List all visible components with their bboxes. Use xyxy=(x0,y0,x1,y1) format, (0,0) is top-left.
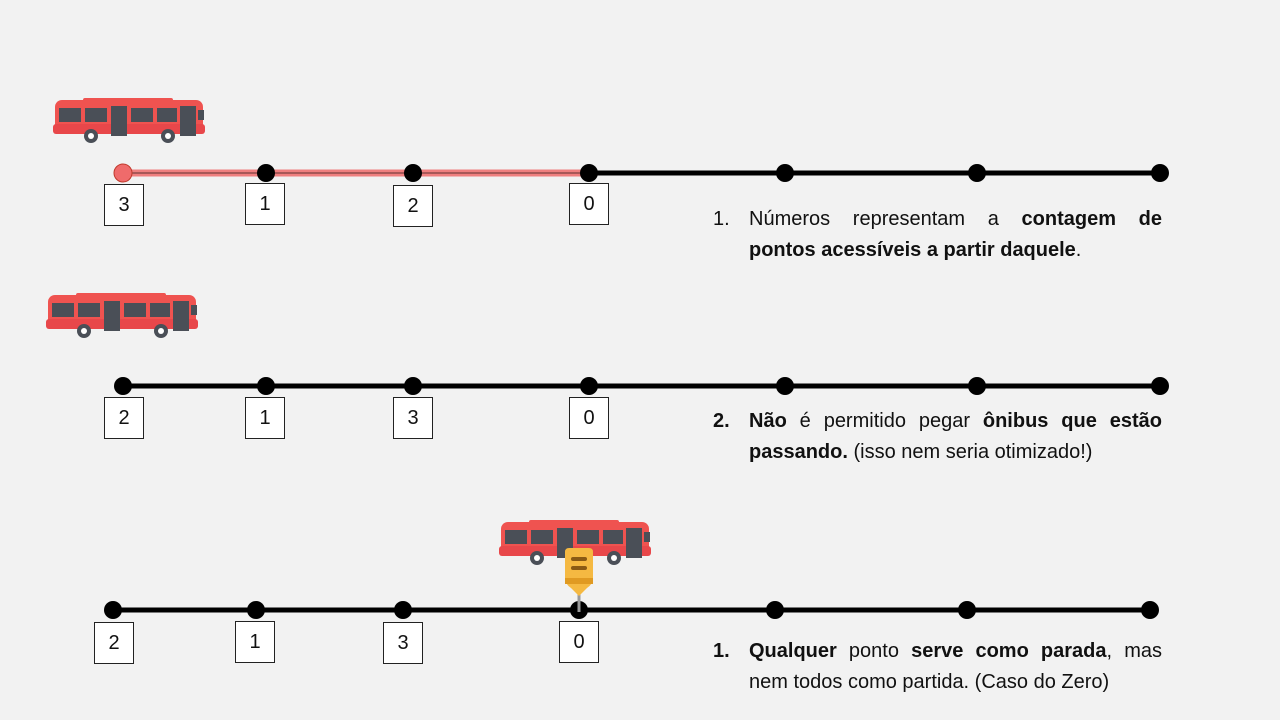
note-number: 2. xyxy=(713,410,730,432)
note-text: (isso nem seria otimizado!) xyxy=(847,441,1093,463)
stop-3-3 xyxy=(394,601,412,619)
bus-icon xyxy=(53,98,205,143)
note-bold-text: Não xyxy=(749,410,787,432)
note-bold-text: Qualquer xyxy=(749,640,837,662)
count-box: 3 xyxy=(393,397,433,439)
count-box: 1 xyxy=(245,183,285,225)
stop-3-5 xyxy=(766,601,784,619)
note-text: nem todos como partida. (Caso do Zero) xyxy=(749,671,1110,693)
bus-stop-pin-icon xyxy=(565,548,593,612)
stop-1-6 xyxy=(968,164,986,182)
note-bold-text: serve como parada xyxy=(911,640,1107,662)
stop-1-5 xyxy=(776,164,794,182)
stop-2-1 xyxy=(114,377,132,395)
count-box: 3 xyxy=(383,622,423,664)
stop-2-3 xyxy=(404,377,422,395)
count-box: 1 xyxy=(245,397,285,439)
stop-2-4 xyxy=(580,377,598,395)
note-bold-text: ônibus que estão xyxy=(982,410,1162,432)
note-text: ponto xyxy=(836,640,912,662)
count-box: 2 xyxy=(94,622,134,664)
count-box: 2 xyxy=(393,185,433,227)
stop-3-7 xyxy=(1141,601,1159,619)
stop-2-7 xyxy=(1151,377,1169,395)
stop-3-1 xyxy=(104,601,122,619)
count-box: 2 xyxy=(104,397,144,439)
count-box: 0 xyxy=(559,621,599,663)
stop-1-4 xyxy=(580,164,598,182)
stop-1-7 xyxy=(1151,164,1169,182)
stop-2-5 xyxy=(776,377,794,395)
count-box: 0 xyxy=(569,183,609,225)
note-number: 1. xyxy=(713,640,730,662)
count-box: 3 xyxy=(104,184,144,226)
count-box: 0 xyxy=(569,397,609,439)
stop-2-2 xyxy=(257,377,275,395)
note-text: é permitido pegar xyxy=(786,410,983,432)
note-bold-text: contagem de xyxy=(1021,208,1162,230)
note-bold-text: pontos acessíveis a partir daquele xyxy=(749,239,1076,261)
note-number: 1. xyxy=(713,208,730,230)
note-text: . xyxy=(1075,239,1082,261)
count-box: 1 xyxy=(235,621,275,663)
stop-3-6 xyxy=(958,601,976,619)
stop-1-3 xyxy=(404,164,422,182)
note-text: Números representam a xyxy=(749,208,1022,230)
stop-1-2 xyxy=(257,164,275,182)
note-bold-text: passando. xyxy=(749,441,848,463)
start-stop xyxy=(113,163,133,183)
note-text: , mas xyxy=(1106,640,1162,662)
stop-3-2 xyxy=(247,601,265,619)
stop-2-6 xyxy=(968,377,986,395)
bus-icon xyxy=(46,293,198,338)
